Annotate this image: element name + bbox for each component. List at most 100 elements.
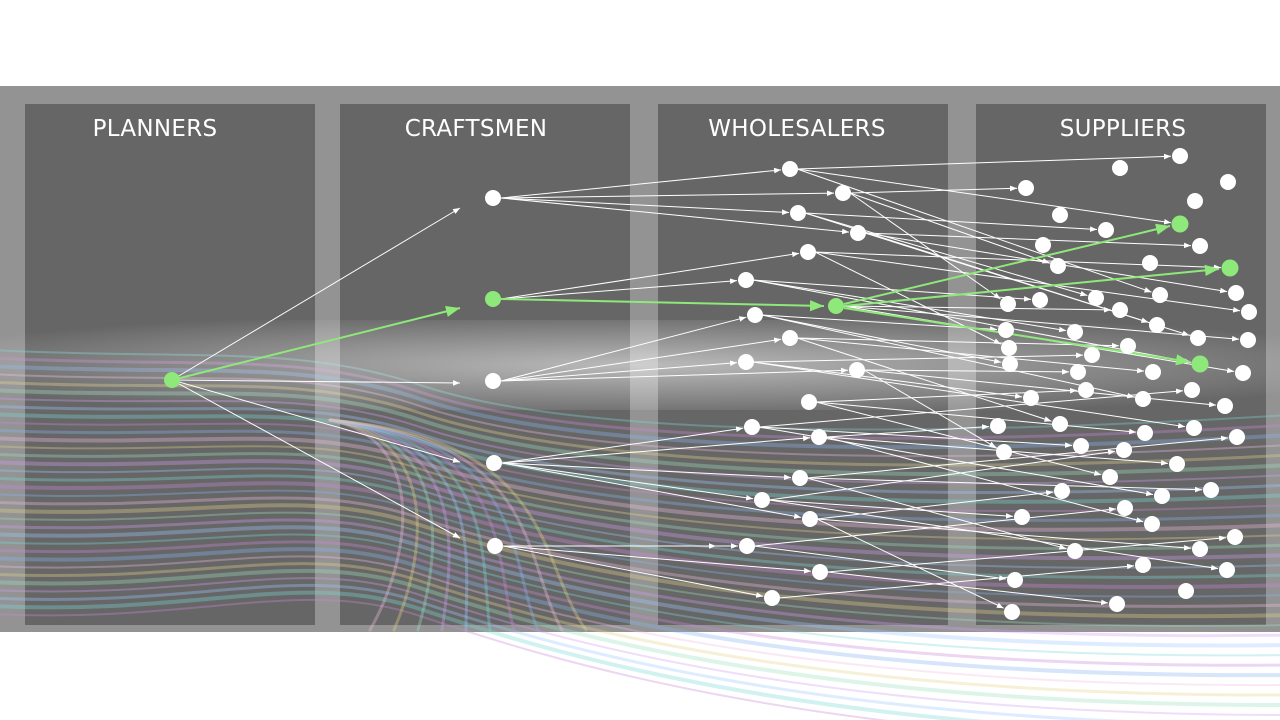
edge <box>500 278 738 300</box>
light-stream <box>0 518 1280 638</box>
node <box>835 185 851 201</box>
node <box>739 538 755 554</box>
light-stream <box>0 489 1280 598</box>
edge <box>796 337 1120 349</box>
edge <box>500 337 782 382</box>
edge <box>752 279 1032 302</box>
light-stream <box>0 474 1280 579</box>
light-stream <box>0 525 1280 648</box>
edge <box>500 316 747 382</box>
edge <box>804 212 1088 297</box>
highlight-node <box>1191 355 1209 373</box>
node <box>1229 429 1245 445</box>
edge <box>761 314 1135 399</box>
light-stream <box>328 418 588 632</box>
edge <box>806 435 1229 479</box>
edge <box>500 167 782 199</box>
highlight-node <box>485 291 501 307</box>
node <box>744 419 760 435</box>
node <box>998 322 1014 338</box>
node <box>1098 222 1114 238</box>
edge <box>502 545 812 574</box>
edge <box>796 337 1145 374</box>
node <box>1241 304 1257 320</box>
node <box>1004 604 1020 620</box>
column-title-planners: PLANNERS <box>92 116 218 142</box>
node <box>1070 364 1086 380</box>
edge <box>849 192 1001 300</box>
light-stream <box>0 590 986 720</box>
edge <box>864 232 1228 294</box>
edge <box>500 360 738 382</box>
edge <box>761 314 1002 364</box>
edge <box>752 361 1023 399</box>
edge <box>500 197 850 235</box>
light-stream <box>0 428 1280 522</box>
edge <box>816 490 1054 520</box>
edge <box>171 379 461 386</box>
edges-group <box>171 153 1241 609</box>
edge <box>826 571 1109 606</box>
edge <box>778 563 1135 599</box>
edge <box>761 314 998 332</box>
node <box>990 418 1006 434</box>
node <box>1235 365 1251 381</box>
light-stream <box>328 418 451 632</box>
node <box>849 362 865 378</box>
nodes-group <box>164 148 1257 620</box>
node <box>1116 442 1132 458</box>
node <box>1135 391 1151 407</box>
edge <box>752 352 1084 363</box>
edge <box>825 436 1144 523</box>
light-stream <box>0 533 1280 657</box>
edge <box>752 279 1067 333</box>
node <box>747 307 763 323</box>
edge <box>796 153 1172 170</box>
node <box>802 511 818 527</box>
edge <box>500 251 800 300</box>
edge <box>864 232 1190 336</box>
node <box>485 190 501 206</box>
node <box>1084 347 1100 363</box>
node <box>1067 324 1083 340</box>
light-glow-band <box>0 320 1280 410</box>
node <box>1135 557 1151 573</box>
edge <box>796 168 1172 225</box>
highlight-edge <box>843 223 1171 305</box>
highlight-node <box>828 298 844 314</box>
node <box>1073 438 1089 454</box>
node <box>1152 287 1168 303</box>
light-stream <box>0 577 1280 716</box>
light-stream <box>0 467 1280 569</box>
light-stream <box>0 459 1280 561</box>
edge <box>814 251 1222 271</box>
edge <box>171 207 461 381</box>
node <box>1186 420 1202 436</box>
light-stream <box>328 418 435 632</box>
node <box>1145 364 1161 380</box>
light-stream <box>328 418 516 632</box>
light-stream <box>0 568 1280 707</box>
light-streams-background <box>0 320 1280 720</box>
edge <box>752 279 1192 364</box>
edge <box>758 426 1073 448</box>
light-stream <box>0 445 1280 541</box>
edge <box>768 449 1116 501</box>
node <box>812 564 828 580</box>
light-stream <box>0 481 1280 589</box>
node <box>1169 456 1185 472</box>
edge <box>753 506 1117 547</box>
edge <box>171 379 461 539</box>
highlight-node <box>164 372 180 388</box>
edge <box>849 192 1050 264</box>
node <box>1190 330 1206 346</box>
edge <box>500 190 835 199</box>
node <box>1052 416 1068 432</box>
edge <box>171 379 461 463</box>
node <box>1142 255 1158 271</box>
light-stream <box>0 540 1280 667</box>
node <box>1067 543 1083 559</box>
node <box>1109 596 1125 612</box>
node <box>1149 317 1165 333</box>
edge <box>814 251 1002 345</box>
